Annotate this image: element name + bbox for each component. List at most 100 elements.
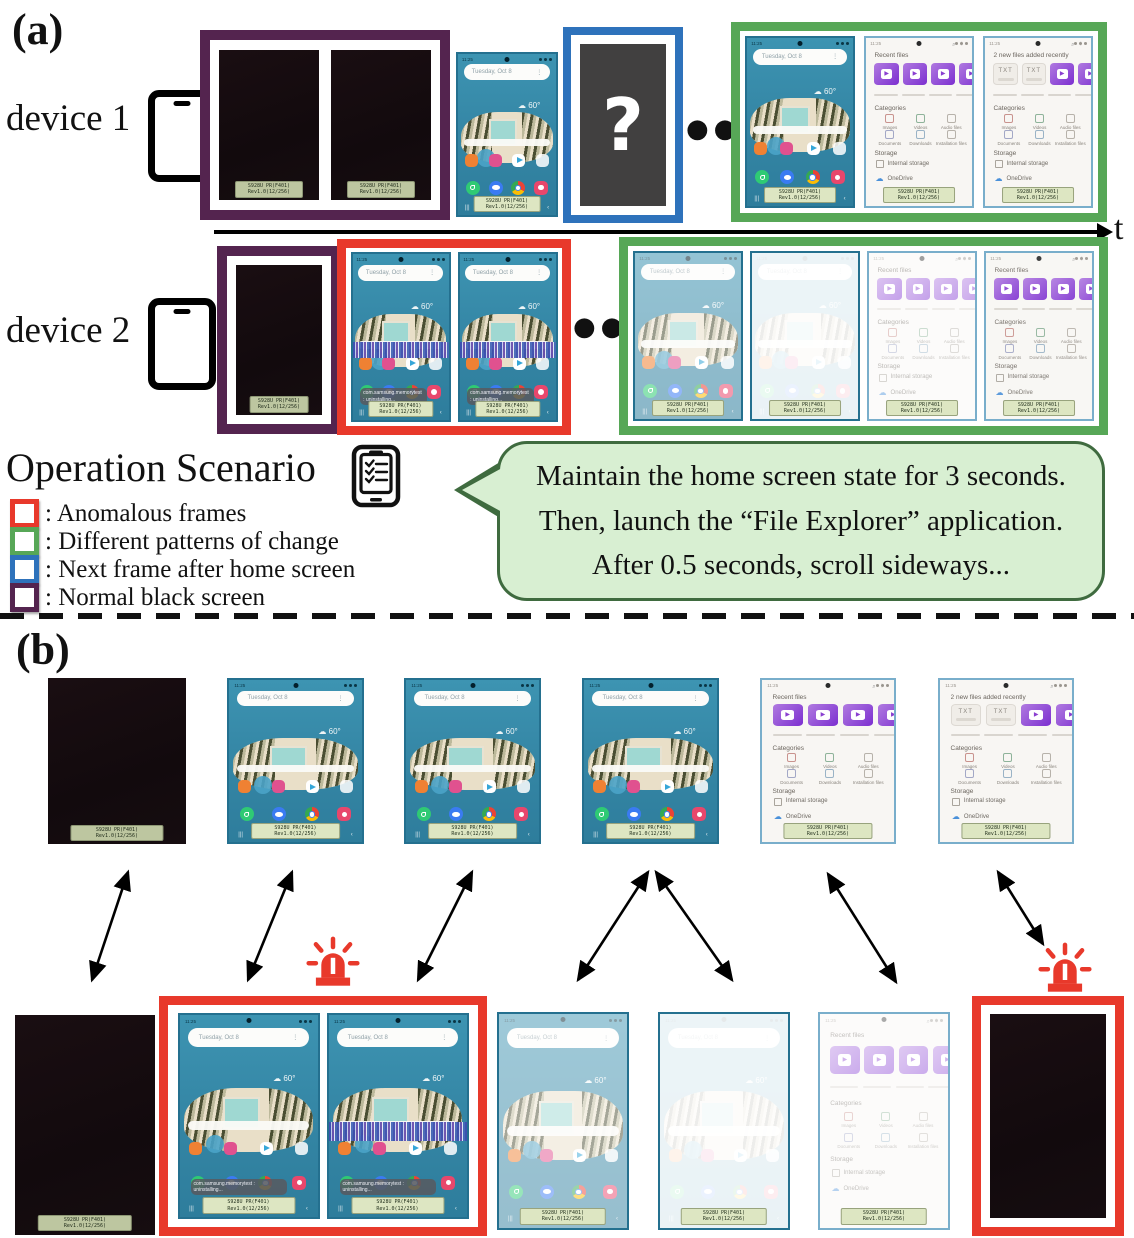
category-label: Audio files <box>1035 763 1057 769</box>
uninstall-toast: com.samsung.memorytest : uninstalling... <box>360 388 428 405</box>
video-file-tile: ▶ <box>931 63 956 86</box>
device-label-sticker: S928U PR(F401)Rev1.0(12/256) <box>473 195 541 213</box>
gallery-app-icon <box>449 780 463 794</box>
onedrive-cloud-icon: ☁ <box>995 387 1004 397</box>
explorer-heading: 2 new files added recently <box>950 693 1026 701</box>
search-pill-text: Tuesday, Oct 8 <box>424 695 465 702</box>
category-label: Audio files <box>1060 338 1082 344</box>
device-label-line2: Rev1.0(12/256) <box>486 409 529 416</box>
play-icon: ▶ <box>1001 283 1013 294</box>
file-meta-bar <box>955 94 972 97</box>
play-icon: ▶ <box>1057 283 1069 294</box>
search-more-icon: ⋮ <box>536 69 543 76</box>
device-label-line2: Rev1.0(12/256) <box>274 831 317 838</box>
app-row <box>359 352 442 372</box>
file-meta-bar <box>873 734 894 737</box>
nav-bar: |||‹ <box>465 204 549 212</box>
status-bar: 11:25 <box>234 682 357 688</box>
back-nav-icon: ‹ <box>439 410 442 417</box>
storage-heading: Storage <box>950 787 974 795</box>
status-icons <box>698 683 712 687</box>
status-bar: 11:25 <box>356 256 445 263</box>
nav-bar: |||‹ <box>593 831 707 839</box>
device-label-sticker: S928U PR(F401)Rev1.0(12/256) <box>840 1208 928 1225</box>
home-search-bar <box>463 138 551 146</box>
gallery-app-icon <box>272 780 286 794</box>
storage-list: Internal storage☁OneDrive <box>951 797 1066 828</box>
phone-frame-black: S928U PR(F401)Rev1.0(12/256) <box>15 1015 155 1235</box>
fade-overlay <box>752 253 858 419</box>
category-icon <box>1004 113 1014 123</box>
nav-bar: |||‹ <box>466 409 549 417</box>
storage-item: ☁OneDrive <box>995 387 1087 397</box>
category-label: Images <box>962 763 978 769</box>
file-meta-row <box>874 92 972 99</box>
category-icon <box>965 752 975 762</box>
weather-widget: ☁ 60° <box>673 726 696 736</box>
category-label: Installation files <box>1055 354 1087 360</box>
camera-punch-hole <box>1035 40 1041 46</box>
device-label-line2: Rev1.0(12/256) <box>806 831 850 838</box>
panel-b-label: (b) <box>16 625 70 674</box>
storage-heading: Storage <box>874 149 898 157</box>
storage-item: Internal storage <box>875 159 967 168</box>
category-item: Images <box>874 113 905 130</box>
category-item: Installation files <box>1055 129 1086 146</box>
storage-list: Internal storage☁OneDrive <box>994 159 1086 191</box>
camera-punch-hole <box>505 256 510 262</box>
play-icon: ▶ <box>1029 710 1043 720</box>
storage-list: Internal storage ☁OneDrive <box>875 159 967 191</box>
legend-label: : Different patterns of change <box>45 528 339 555</box>
storage-item: ☁OneDrive <box>876 175 967 183</box>
category-label: Downloads <box>909 140 932 146</box>
status-time: 11:25 <box>356 256 368 262</box>
search-pill-text: Tuesday, Oct 8 <box>761 53 802 60</box>
category-icon <box>1066 327 1076 337</box>
device-label-line2: Rev1.0(12/256) <box>900 408 944 415</box>
uninstall-toast: com.samsung.memorytest : uninstalling... <box>190 1178 288 1196</box>
device-label-line1: S928U PR(F401) <box>862 1210 906 1217</box>
gallery-app-icon <box>668 356 682 370</box>
fade-overlay <box>499 1014 627 1228</box>
status-time: 11:25 <box>334 1018 345 1024</box>
device-label-sticker: S928U PR(F401)Rev1.0(12/256) <box>367 400 434 418</box>
status-time: 11:25 <box>639 255 651 261</box>
device-label-line1: S928U PR(F401) <box>63 1216 107 1223</box>
legend-swatch-purple <box>10 583 39 612</box>
store-app-icon <box>359 357 373 371</box>
status-bar: 11:25 <box>462 56 553 62</box>
device-label-line1: S928U PR(F401) <box>359 183 403 190</box>
video-file-tile: ▶ <box>1050 63 1075 86</box>
camera-app-icon <box>292 1175 307 1190</box>
back-nav-icon: ‹ <box>705 832 708 839</box>
category-label: Installation files <box>852 779 884 785</box>
nav-bar: |||‹ <box>415 831 529 839</box>
home-search-bar <box>236 765 355 773</box>
chrome-app-icon <box>693 383 708 398</box>
storage-item-name: Internal storage <box>887 160 930 167</box>
search-pill-text: Tuesday, Oct 8 <box>247 695 288 702</box>
video-file-tile: ▶ <box>994 277 1019 300</box>
uninstall-toast: com.samsung.memorytest : uninstalling... <box>467 388 535 405</box>
phone-app-icon <box>239 807 254 822</box>
play-store-app-icon <box>806 142 820 156</box>
play-icon: ▶ <box>851 710 865 720</box>
gallery-app-icon <box>780 142 794 156</box>
storage-list: Internal storage☁OneDrive <box>995 373 1087 404</box>
category-label: Installation files <box>1030 779 1062 785</box>
onedrive-cloud-icon: ☁ <box>951 812 960 822</box>
txt-label: TXT <box>993 708 1009 715</box>
search-pill: Tuesday, Oct 8⋮ <box>463 64 551 80</box>
category-item: Documents <box>951 768 989 785</box>
